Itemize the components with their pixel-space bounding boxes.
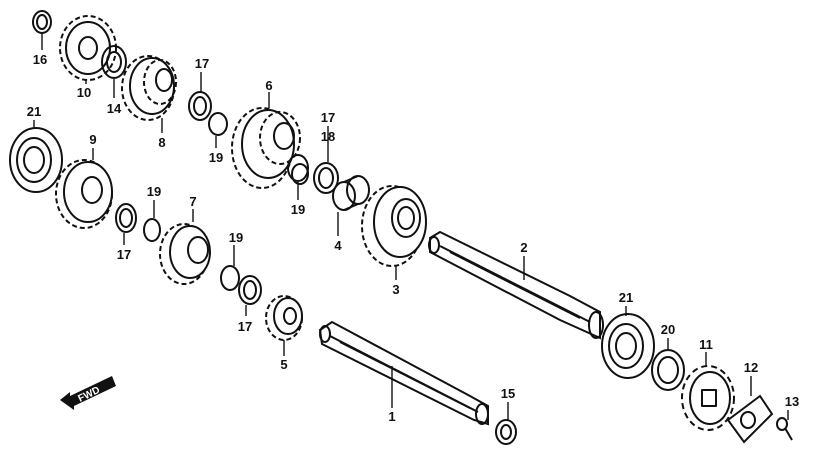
part-p19b — [291, 163, 309, 185]
callout-19-b: 19 — [291, 202, 305, 217]
callout-11: 11 — [699, 337, 713, 352]
callout-3: 3 — [392, 282, 399, 297]
callout-9: 9 — [89, 132, 96, 147]
part-p21a — [9, 120, 63, 193]
callout-1: 1 — [388, 409, 395, 424]
part-p7 — [159, 209, 211, 285]
part-p9 — [55, 148, 113, 229]
part-p17d — [238, 275, 262, 316]
fwd-arrow: FWD — [60, 376, 116, 410]
part-p15 — [495, 402, 517, 445]
callout-7: 7 — [189, 194, 196, 209]
callout-21-a: 21 — [27, 104, 41, 119]
part-p17a — [188, 72, 212, 121]
part-p8 — [121, 55, 177, 133]
callout-2: 2 — [520, 240, 527, 255]
callout-12: 12 — [744, 360, 758, 375]
part-p13 — [776, 410, 793, 441]
callout-19-d: 19 — [229, 230, 243, 245]
callout-19-a: 19 — [209, 150, 223, 165]
part-p17b — [287, 154, 309, 200]
callout-17-c: 17 — [117, 247, 131, 262]
part-p18 — [313, 126, 339, 194]
callout-17-b: 17 — [321, 110, 335, 125]
callout-19-c: 19 — [147, 184, 161, 199]
callout-10: 10 — [77, 85, 91, 100]
fwd-label: FWD — [76, 385, 101, 405]
callout-6: 6 — [265, 78, 272, 93]
callout-4: 4 — [334, 238, 342, 253]
part-p17c — [115, 203, 137, 245]
part-p11 — [681, 352, 735, 431]
callout-20: 20 — [661, 322, 675, 337]
part-p6 — [231, 92, 301, 189]
callout-14: 14 — [107, 101, 122, 116]
callout-13: 13 — [785, 394, 799, 409]
callout-18: 18 — [321, 129, 335, 144]
callout-21-b: 21 — [619, 290, 633, 305]
part-p1 — [318, 320, 489, 426]
part-p2 — [428, 230, 604, 340]
callout-5: 5 — [280, 357, 287, 372]
callout-15: 15 — [501, 386, 515, 401]
callout-17-d: 17 — [238, 319, 252, 334]
part-p20 — [651, 338, 685, 391]
part-p19c — [143, 200, 161, 242]
callout-17-a: 17 — [195, 56, 209, 71]
part-p16a — [32, 10, 52, 50]
part-p10 — [59, 15, 117, 84]
part-p12 — [726, 376, 774, 444]
part-p14 — [101, 45, 127, 98]
part-p21b — [601, 306, 655, 379]
part-p3 — [361, 185, 427, 280]
part-p4 — [332, 175, 370, 236]
part-p19a — [208, 112, 228, 148]
part-p19d — [220, 245, 240, 291]
callout-16: 16 — [33, 52, 47, 67]
callout-8: 8 — [158, 135, 165, 150]
part-p5 — [265, 295, 303, 356]
